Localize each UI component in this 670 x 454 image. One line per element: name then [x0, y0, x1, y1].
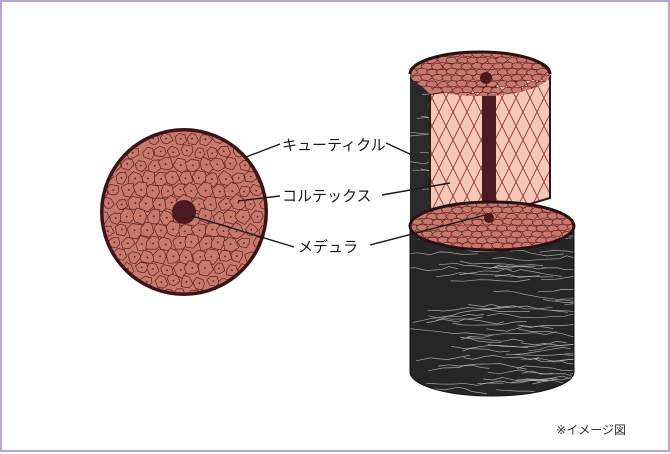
hair-surface: [410, 226, 574, 396]
cross-section: [100, 128, 268, 296]
leader-cortex-left: [237, 195, 281, 202]
cortex-cells: [102, 131, 266, 294]
leader-cuticle-left: [245, 143, 281, 158]
medulla-core: [172, 200, 196, 224]
label-cuticle: キューティクル: [282, 136, 386, 154]
leader-medulla-left: [191, 215, 295, 248]
image-note: ※イメージ図: [556, 423, 626, 437]
leader-cortex-right: [381, 182, 451, 196]
label-cortex: コルテックス: [282, 187, 372, 205]
leader-lines: [191, 142, 490, 248]
step-section: [408, 200, 576, 252]
leader-medulla-right: [369, 213, 490, 246]
leader-cuticle-right: [385, 142, 413, 156]
label-medulla: メデュラ: [298, 238, 358, 256]
medulla-channel: [482, 78, 496, 218]
hair-strand: [408, 50, 576, 397]
